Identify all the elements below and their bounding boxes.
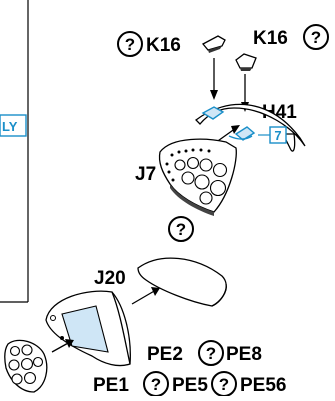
arrow-j20-to-fairing (131, 287, 160, 305)
svg-text:?: ? (311, 28, 321, 47)
part-lower-left-plate (4, 339, 48, 393)
part-k16-left (201, 35, 226, 53)
arrow-plate-to-fairing (51, 339, 74, 353)
svg-text:?: ? (206, 344, 216, 363)
callout-text: LY (2, 119, 18, 134)
question-icon-pe-5-56: ? (211, 371, 237, 397)
label-j7: J7 (135, 164, 156, 185)
label-pe8: PE8 (226, 344, 262, 365)
label-pe5: PE5 (172, 375, 208, 396)
svg-text:7: 7 (274, 128, 281, 143)
svg-text:?: ? (176, 220, 186, 239)
label-j20: J20 (94, 268, 126, 289)
question-icon-k16-left: ? (117, 31, 143, 57)
label-pe56: PE56 (240, 375, 286, 396)
label-k16-left: K16 (146, 35, 181, 56)
part-k16-right (235, 53, 257, 71)
svg-text:?: ? (219, 375, 229, 394)
question-icon-middle: ? (168, 216, 194, 242)
arrow-k16-left-to-h41 (210, 58, 218, 100)
left-panel-frame: LY (0, 0, 29, 303)
label-pe2: PE2 (147, 344, 183, 365)
part-fairing (45, 290, 131, 367)
part-j20 (137, 257, 227, 307)
question-icon-pe-1-5: ? (143, 371, 169, 397)
svg-text:?: ? (125, 35, 135, 54)
part-h41 (195, 103, 306, 152)
callout-box (0, 114, 27, 137)
svg-text:?: ? (151, 375, 161, 394)
step-tag-7: 7 (258, 126, 287, 144)
question-icon-pe-top: ? (198, 340, 224, 366)
label-pe1: PE1 (93, 375, 129, 396)
question-icon-k16-right: ? (303, 24, 329, 50)
part-j7 (158, 138, 237, 216)
label-k16-right: K16 (253, 28, 288, 49)
